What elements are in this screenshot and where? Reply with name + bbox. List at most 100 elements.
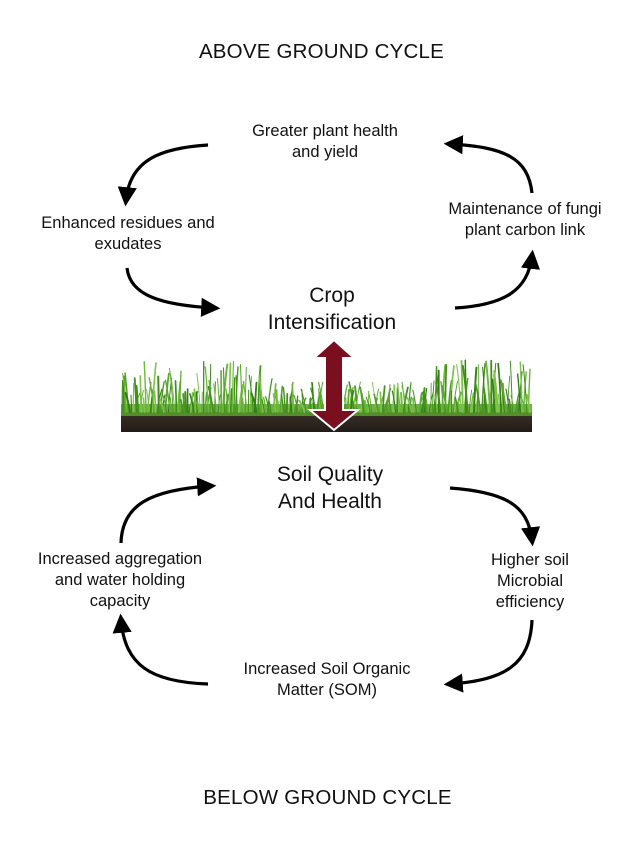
grass-blade — [308, 398, 311, 413]
grass-blade — [516, 373, 522, 413]
grass-blade — [257, 398, 261, 413]
grass-blade — [146, 388, 150, 413]
grass-blade — [233, 377, 236, 413]
grass-blade — [431, 380, 435, 413]
grass-blade — [258, 375, 264, 413]
node-line: Crop — [309, 284, 355, 307]
grass-blade — [193, 388, 197, 413]
grass-blade — [261, 398, 265, 413]
grass-blade — [474, 382, 482, 413]
grass-blade — [195, 391, 199, 413]
node-line: And Health — [278, 490, 382, 513]
grass-blade — [121, 379, 124, 413]
grass-blade — [508, 398, 512, 413]
grass-blade — [207, 385, 215, 413]
grass-blade — [505, 388, 510, 413]
grass-blade — [148, 377, 155, 413]
grass-blade — [491, 378, 496, 413]
grass-blade — [262, 396, 267, 413]
grass-blade — [282, 387, 286, 413]
grass-blade — [228, 362, 232, 413]
grass-blade — [281, 400, 283, 413]
grass-blade — [469, 392, 475, 413]
grass-blade — [159, 381, 165, 413]
grass-blade — [204, 366, 210, 413]
grass-blade — [229, 388, 233, 413]
node-crop-intensification: Crop Intensification — [232, 282, 432, 336]
grass-blade — [368, 394, 372, 413]
grass-blade — [435, 381, 442, 413]
grass-blade — [216, 377, 221, 413]
grass-blade — [456, 364, 462, 413]
grass-blade — [285, 393, 289, 413]
arrow-bottom-to-left — [112, 613, 209, 686]
grass-blade — [159, 398, 165, 413]
grass-blade — [237, 383, 244, 413]
grass-blade — [359, 388, 366, 413]
grass-blade — [457, 399, 461, 413]
grass-blade — [411, 397, 416, 413]
node-line: efficiency — [495, 593, 565, 611]
node-line: Enhanced residues and — [41, 214, 215, 232]
grass-blade — [143, 361, 147, 413]
grass-blade — [461, 365, 469, 413]
node-fungi-carbon-link: Maintenance of fungi plant carbon link — [425, 199, 625, 241]
grass-blade — [142, 397, 146, 413]
grass-blade — [268, 400, 272, 413]
grass-blade — [300, 397, 307, 413]
node-line: plant carbon link — [464, 221, 586, 239]
grass-blade — [130, 394, 133, 413]
node-soil-quality: Soil Quality And Health — [230, 461, 430, 515]
grass-blade — [222, 367, 225, 413]
double-arrow — [307, 338, 361, 432]
grass-blade — [412, 389, 417, 413]
grass-blade — [161, 392, 168, 413]
grass-blade — [518, 371, 523, 413]
below-ground-title: BELOW GROUND CYCLE — [203, 786, 452, 809]
node-line: Greater plant health — [252, 122, 398, 140]
node-line: exudates — [94, 235, 162, 253]
arrow-left-to-center — [125, 267, 221, 317]
grass-blade — [509, 360, 513, 413]
node-enhanced-residues: Enhanced residues and exudates — [18, 213, 238, 255]
grass-blade — [481, 363, 486, 413]
grass-blade — [493, 369, 499, 413]
grass-blade — [242, 380, 248, 413]
grass-blade — [522, 364, 528, 413]
grass-blade — [182, 392, 186, 413]
node-line: Intensification — [267, 311, 397, 334]
grass-blade — [454, 399, 457, 413]
arrow-top-to-left — [117, 143, 209, 207]
grass-blade — [272, 392, 277, 413]
node-line: Increased Soil Organic — [243, 660, 411, 678]
grass-blade — [180, 398, 184, 413]
grass-blade — [441, 364, 447, 413]
grass-blade — [184, 391, 187, 413]
grass-blade — [434, 394, 438, 413]
grass-blade — [388, 384, 391, 413]
node-line: and water holding — [54, 571, 186, 589]
grass-blade — [244, 366, 247, 413]
grass-blade — [178, 370, 182, 413]
grass-blade — [473, 366, 478, 413]
grass-blade — [418, 392, 423, 413]
grass-blade — [400, 391, 403, 413]
grass-blade — [482, 366, 486, 413]
grass-blade — [280, 394, 285, 413]
grass-blade — [239, 363, 243, 413]
grass-blade — [295, 395, 299, 413]
grass-blade — [391, 390, 397, 413]
grass-blade — [151, 362, 157, 413]
grass-blade — [157, 375, 160, 413]
grass-blade — [293, 394, 299, 413]
arrow-right-to-bottom — [443, 619, 534, 693]
grass-blade — [124, 392, 131, 413]
grass-blade — [204, 391, 208, 413]
grass-blade — [493, 374, 498, 413]
above-ground-title: ABOVE GROUND CYCLE — [198, 40, 445, 63]
grass-blade — [374, 388, 379, 413]
grass-blade — [231, 360, 235, 413]
grass-blade — [291, 383, 295, 413]
grass-blade — [520, 396, 526, 413]
